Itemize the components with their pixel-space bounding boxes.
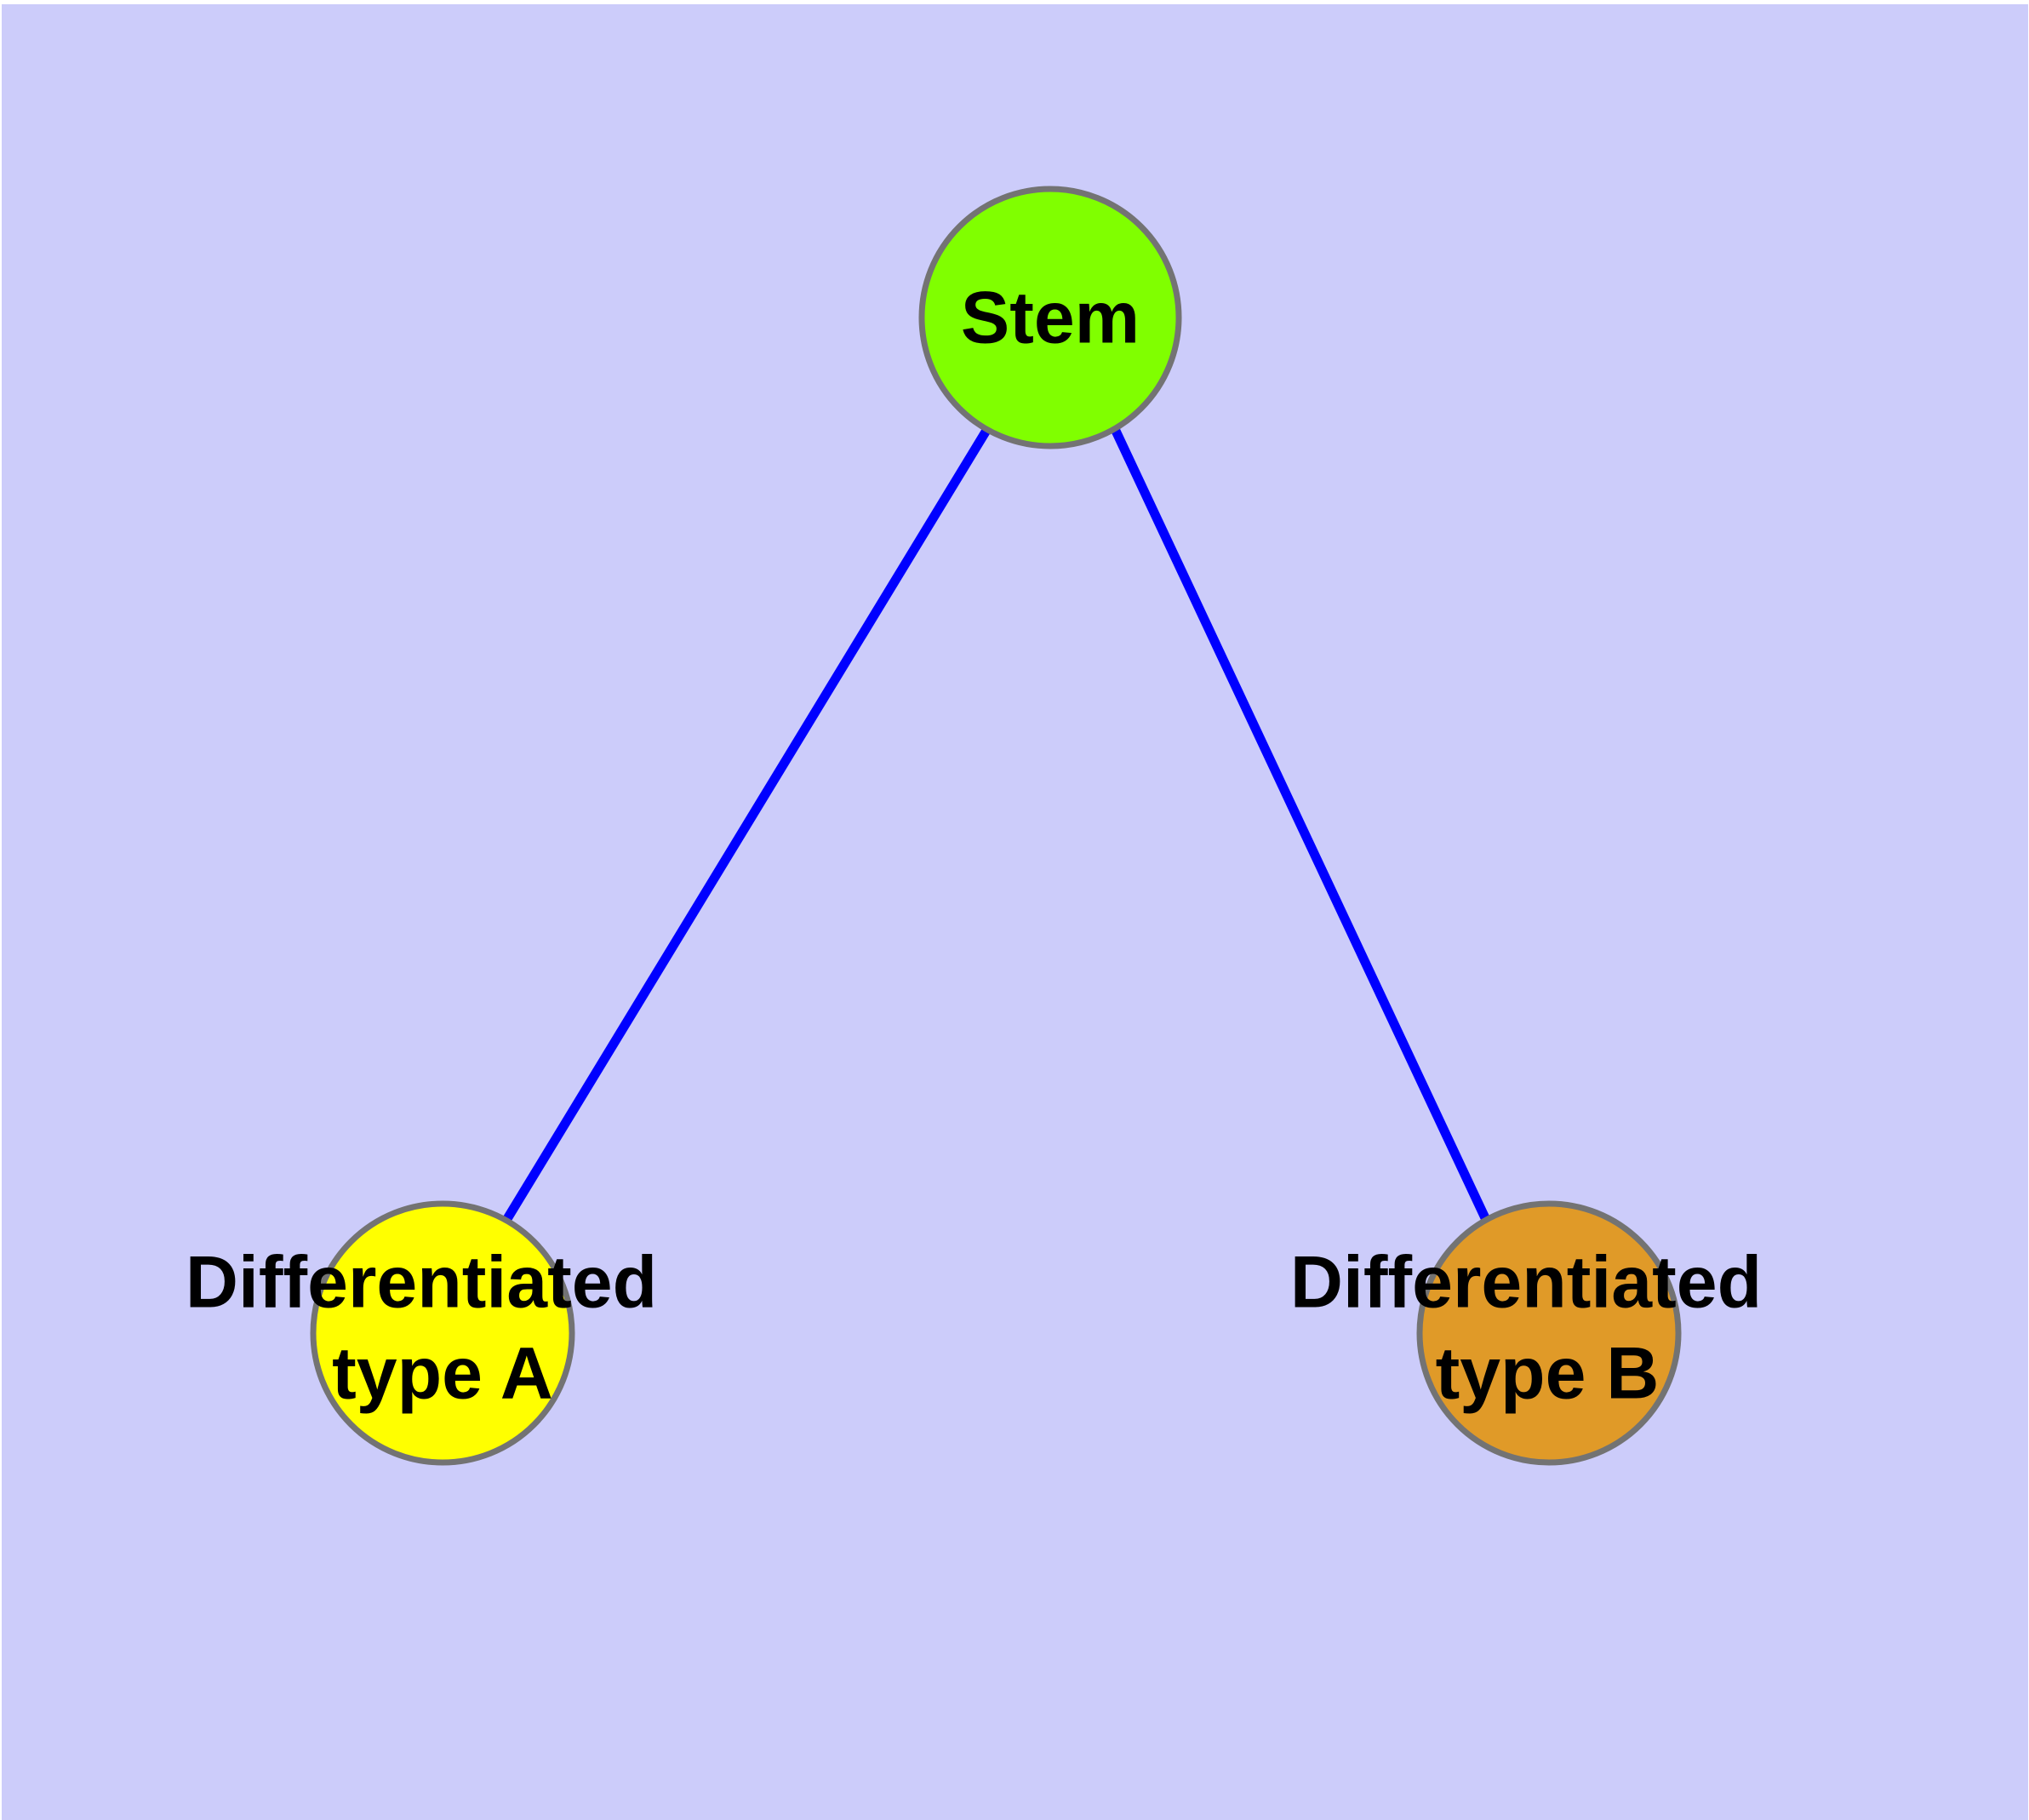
node-label-group: Stem Differentiated type A Differentiate… bbox=[186, 278, 1762, 1415]
node-label-stem: Stem bbox=[961, 278, 1140, 359]
node-circle-differentiated-type-a[interactable] bbox=[310, 1200, 575, 1466]
edge-stem-to-differentiated-type-a[interactable] bbox=[501, 426, 992, 1224]
node-stem[interactable] bbox=[918, 186, 1182, 449]
node-label-differentiated-type-b-line1: Differentiated bbox=[1290, 1242, 1762, 1324]
node-label-differentiated-type-b-line2: type B bbox=[1436, 1333, 1660, 1415]
node-label-differentiated-type-a-line2: type A bbox=[332, 1333, 553, 1415]
edge-group bbox=[501, 426, 1491, 1224]
node-label-differentiated-type-a-line1: Differentiated bbox=[186, 1242, 657, 1324]
node-circle-differentiated-type-b[interactable] bbox=[1416, 1200, 1682, 1466]
node-differentiated-type-b[interactable] bbox=[1416, 1200, 1682, 1466]
node-differentiated-type-a[interactable] bbox=[310, 1200, 575, 1466]
edge-stem-to-differentiated-type-b[interactable] bbox=[1111, 426, 1491, 1224]
node-circle-stem[interactable] bbox=[918, 186, 1182, 449]
